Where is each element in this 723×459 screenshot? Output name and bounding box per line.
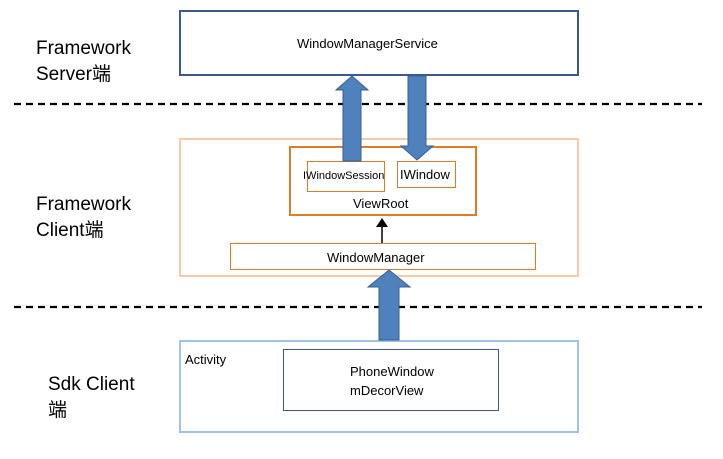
iwindowsession-to-service-arrow xyxy=(334,75,370,162)
iwindow-box: IWindow xyxy=(397,161,456,188)
window-manager-service-box: WindowManagerService xyxy=(179,10,579,76)
window-manager-label: WindowManager xyxy=(327,250,425,265)
service-to-iwindow-arrow xyxy=(399,75,435,161)
viewroot-label: ViewRoot xyxy=(353,196,409,211)
window-manager-box: WindowManager xyxy=(230,243,536,270)
iwindow-label: IWindow xyxy=(400,167,450,182)
sdk-client-label: Sdk Client 端 xyxy=(48,374,135,421)
phonewindow-label: PhoneWindow xyxy=(350,364,434,379)
viewroot-box: ViewRoot xyxy=(289,146,477,216)
iwindowsession-box: IWindowSession xyxy=(303,161,385,192)
iwindowsession-label: IWindowSession xyxy=(303,170,385,182)
decorview-label: mDecorView xyxy=(350,383,424,398)
framework-client-label: Framework Client端 xyxy=(36,194,132,241)
activity-to-windowmanager-arrow xyxy=(366,269,412,341)
windowmanager-to-viewroot-arrowhead xyxy=(376,218,388,227)
phonewindow-box: PhoneWindow mDecorView xyxy=(283,349,499,411)
activity-label: Activity xyxy=(185,352,227,367)
framework-server-label: Framework Server端 xyxy=(36,38,132,85)
window-manager-service-label: WindowManagerService xyxy=(297,36,438,51)
